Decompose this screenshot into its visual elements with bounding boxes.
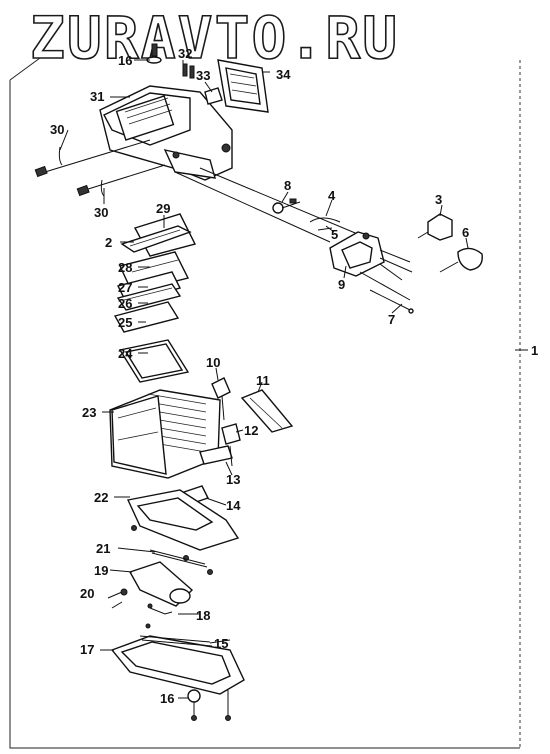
callout-4: 4 — [328, 188, 336, 203]
seal-strip-2 — [120, 225, 192, 253]
rod-7 — [369, 289, 414, 314]
callout-15: 15 — [214, 636, 228, 651]
callout-21: 21 — [96, 541, 110, 556]
link-8 — [272, 198, 301, 214]
callout-2: 2 — [105, 235, 112, 250]
plate-26 — [116, 283, 182, 311]
callout-25: 25 — [118, 315, 132, 330]
frame-border — [9, 57, 528, 749]
callout-29: 29 — [156, 201, 170, 216]
actuator-assembly-9 — [329, 231, 413, 301]
upper-housing-31 — [99, 85, 233, 181]
lower-case-22 — [126, 489, 240, 561]
callout-8: 8 — [284, 178, 291, 193]
base-17 — [110, 635, 245, 695]
cover-11 — [240, 389, 294, 433]
callout-22: 22 — [94, 490, 108, 505]
callout-28: 28 — [118, 260, 132, 275]
watermark-text: ZURAVTO.RU — [30, 4, 399, 72]
callout-5: 5 — [331, 227, 338, 242]
callout-9: 9 — [338, 277, 345, 292]
callout-3: 3 — [435, 192, 442, 207]
callout-20: 20 — [80, 586, 94, 601]
motor-6 — [439, 247, 483, 273]
callout-32: 32 — [178, 46, 192, 61]
callout-31: 31 — [90, 89, 104, 104]
motor-3 — [417, 213, 453, 241]
callout-14: 14 — [226, 498, 241, 513]
callout-13: 13 — [226, 472, 240, 487]
leader-lines — [59, 59, 469, 699]
top-clips — [146, 43, 223, 105]
callout-30-bottom: 30 — [94, 205, 108, 220]
callout-16-bottom: 16 — [160, 691, 174, 706]
callout-6: 6 — [462, 225, 469, 240]
callout-26: 26 — [118, 296, 132, 311]
callout-labels: 1 2 3 4 5 6 7 8 9 10 11 12 13 14 15 16 1… — [50, 46, 538, 706]
strip-21 — [149, 549, 213, 575]
link-rods — [34, 139, 361, 243]
bracket-10-12-13 — [199, 377, 241, 467]
callout-12: 12 — [244, 423, 258, 438]
callout-11: 11 — [256, 373, 270, 388]
callout-30-top: 30 — [50, 122, 64, 137]
gasket-25 — [113, 301, 180, 333]
callout-7: 7 — [388, 312, 395, 327]
callout-16-top: 16 — [118, 53, 132, 68]
duct-19 — [128, 561, 194, 607]
callout-19: 19 — [94, 563, 108, 578]
callout-23: 23 — [82, 405, 96, 420]
heater-core-23 — [109, 389, 221, 479]
callout-17: 17 — [80, 642, 94, 657]
callout-10: 10 — [206, 355, 220, 370]
gasket-frame-34 — [217, 59, 269, 113]
fitting-16 — [187, 689, 231, 721]
callout-34: 34 — [276, 67, 291, 82]
callout-27: 27 — [118, 280, 132, 295]
callout-33: 33 — [196, 68, 210, 83]
link-18 — [145, 603, 173, 629]
callout-24: 24 — [118, 346, 133, 361]
callout-1: 1 — [531, 343, 538, 358]
screw-20 — [107, 588, 128, 609]
callout-18: 18 — [196, 608, 210, 623]
